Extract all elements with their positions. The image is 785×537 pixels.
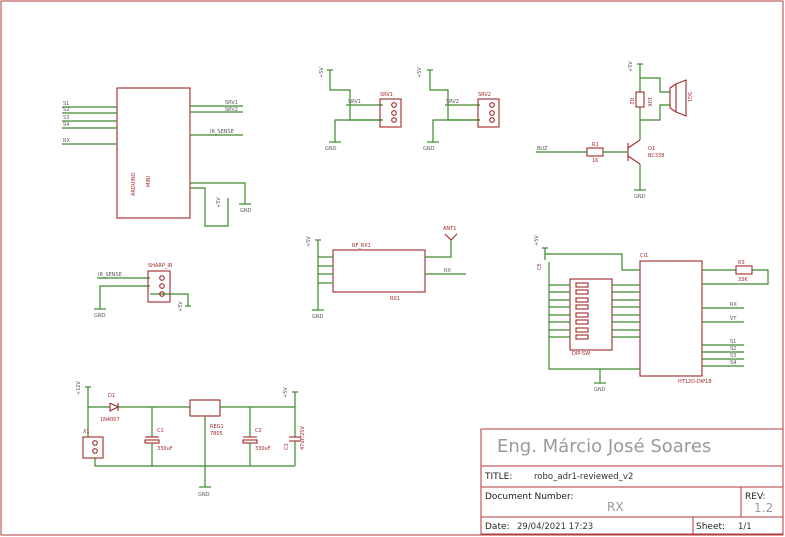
rx-net: RX	[444, 268, 451, 274]
buzzer-q1-ref: Q1	[648, 146, 655, 152]
ir-ref: SHARP_IR	[148, 263, 173, 269]
ir-gnd: GND	[94, 313, 106, 319]
arduino-net-s3: S3	[63, 115, 69, 121]
rev-value: 1.2	[754, 501, 773, 515]
buzzer-q1-val: BC338	[648, 153, 664, 159]
power-reg: REG1	[210, 424, 224, 430]
title-value: robo_adr1-reviewed_v2	[534, 472, 633, 482]
decoder-net-vt: VT	[730, 316, 737, 322]
decoder-r-val: 33K	[738, 277, 748, 283]
buzzer-r2-val: 10K	[646, 97, 652, 107]
power-c1: C1	[157, 428, 164, 434]
rx-ant: ANT1	[443, 226, 456, 232]
servo-1-ref: SRV1	[380, 92, 393, 98]
ir-sensor-block: SHARP_IR IR_SENSE GND +5V	[94, 263, 191, 319]
decoder-block: CI1 HT12D-DIP18 DIP-SW C5 R3 33K RX VT S…	[534, 235, 769, 393]
power-c2-val: 330uF	[255, 446, 271, 452]
arduino-gnd-label: GND	[240, 208, 252, 214]
servo-2-net: SRV2	[446, 99, 459, 105]
arduino-net-srv2: SRV2	[225, 107, 238, 113]
decoder-out-s3: S3	[730, 353, 736, 359]
decoder-out-s2: S2	[730, 346, 736, 352]
arduino-net-s2: S2	[63, 107, 69, 113]
servo-1-gnd: GND	[325, 146, 337, 152]
buzzer-vcc: +5V	[628, 61, 634, 72]
power-c1-val: 330uF	[157, 446, 173, 452]
docnum-value: RX	[607, 500, 624, 514]
author-name: Eng. Márcio José Soares	[497, 436, 711, 457]
sheet-label: Sheet:	[696, 522, 725, 532]
servo-1-block: SRV1 SRV1 GND +5V	[319, 67, 402, 152]
decoder-r-ref: R3	[738, 260, 745, 266]
power-c2: C2	[255, 428, 262, 434]
buzzer-r1-ref: R1	[592, 142, 599, 148]
ir-vcc: +5V	[178, 301, 184, 312]
rx-gnd: GND	[312, 314, 324, 320]
buzzer-r2-ref: R2	[628, 98, 634, 105]
arduino-net-s4: S4	[63, 122, 69, 128]
power-c3-val: 47uF/25V	[300, 426, 306, 450]
docnum-label: Document Number:	[485, 492, 574, 502]
title-label: TITLE:	[484, 472, 512, 482]
power-gnd: GND	[198, 492, 210, 498]
decoder-vcc: +5V	[534, 235, 540, 246]
ir-net: IR_SENSE	[98, 272, 122, 278]
rx-vcc: +5V	[306, 236, 312, 247]
decoder-ref: CI1	[640, 253, 648, 259]
arduino-net-ir: IR_SENSE	[210, 129, 234, 135]
rx-name: RF_RX1	[352, 243, 371, 249]
buzzer-net: BUZ	[537, 146, 548, 152]
arduino-mini-block: ARDUINO MINI S1 S2 S3 S4 RX SRV1 SRV2 IR…	[62, 87, 252, 227]
decoder-net-rx: RX	[730, 302, 737, 308]
arduino-net-srv1: SRV1	[225, 100, 238, 106]
arduino-net-rx: RX	[63, 138, 70, 144]
power-conn: X1	[83, 429, 90, 435]
rf-receiver-block: RF_RX1 RX1 ANT1 RX GND +5V	[306, 226, 466, 320]
arduino-vcc-label: +5V	[216, 197, 222, 208]
buzzer-gnd: GND	[634, 194, 646, 200]
buzzer-r1-val: 1K	[592, 158, 599, 164]
power-diode: D1	[108, 393, 115, 399]
arduino-model-label: MINI	[146, 176, 152, 187]
decoder-out-s4: S4	[730, 360, 736, 366]
servo-2-vcc: +5V	[417, 67, 423, 78]
date-label: Date:	[485, 522, 510, 532]
rev-label: REV:	[745, 492, 765, 502]
date-value: 29/04/2021 17:23	[517, 522, 593, 532]
power-c3: C3	[284, 443, 290, 450]
rx-ref: RX1	[390, 296, 400, 302]
decoder-part: HT12D-DIP18	[678, 379, 712, 385]
decoder-out-s1: S1	[730, 339, 736, 345]
decoder-dip: DIP-SW	[572, 351, 590, 357]
servo-2-gnd: GND	[423, 146, 435, 152]
decoder-cap: C5	[537, 263, 543, 270]
servo-1-net: SRV1	[348, 99, 361, 105]
power-supply-block: X1 D1 1N4007 REG1 7805 C1 330uF C2 330uF…	[76, 380, 306, 498]
buzzer-block: SG1 R2 10K Q1 BC338 R1 1K BUZ +5V GND	[536, 61, 692, 200]
power-diode-val: 1N4007	[100, 417, 120, 423]
title-block: Eng. Márcio José Soares TITLE: robo_adr1…	[480, 428, 784, 535]
servo-2-ref: SRV2	[478, 92, 491, 98]
sheet-value: 1/1	[738, 522, 752, 532]
power-vin: +12V	[76, 380, 82, 395]
servo-2-block: SRV2 SRV2 GND +5V	[417, 67, 500, 152]
servo-1-vcc: +5V	[319, 67, 325, 78]
decoder-gnd: GND	[594, 387, 606, 393]
buzzer-ref: SG1	[686, 92, 692, 102]
power-vcc: +5V	[283, 387, 289, 398]
power-reg-val: 7805	[210, 431, 223, 437]
arduino-label: ARDUINO	[131, 172, 137, 196]
arduino-net-s1: S1	[63, 101, 69, 107]
